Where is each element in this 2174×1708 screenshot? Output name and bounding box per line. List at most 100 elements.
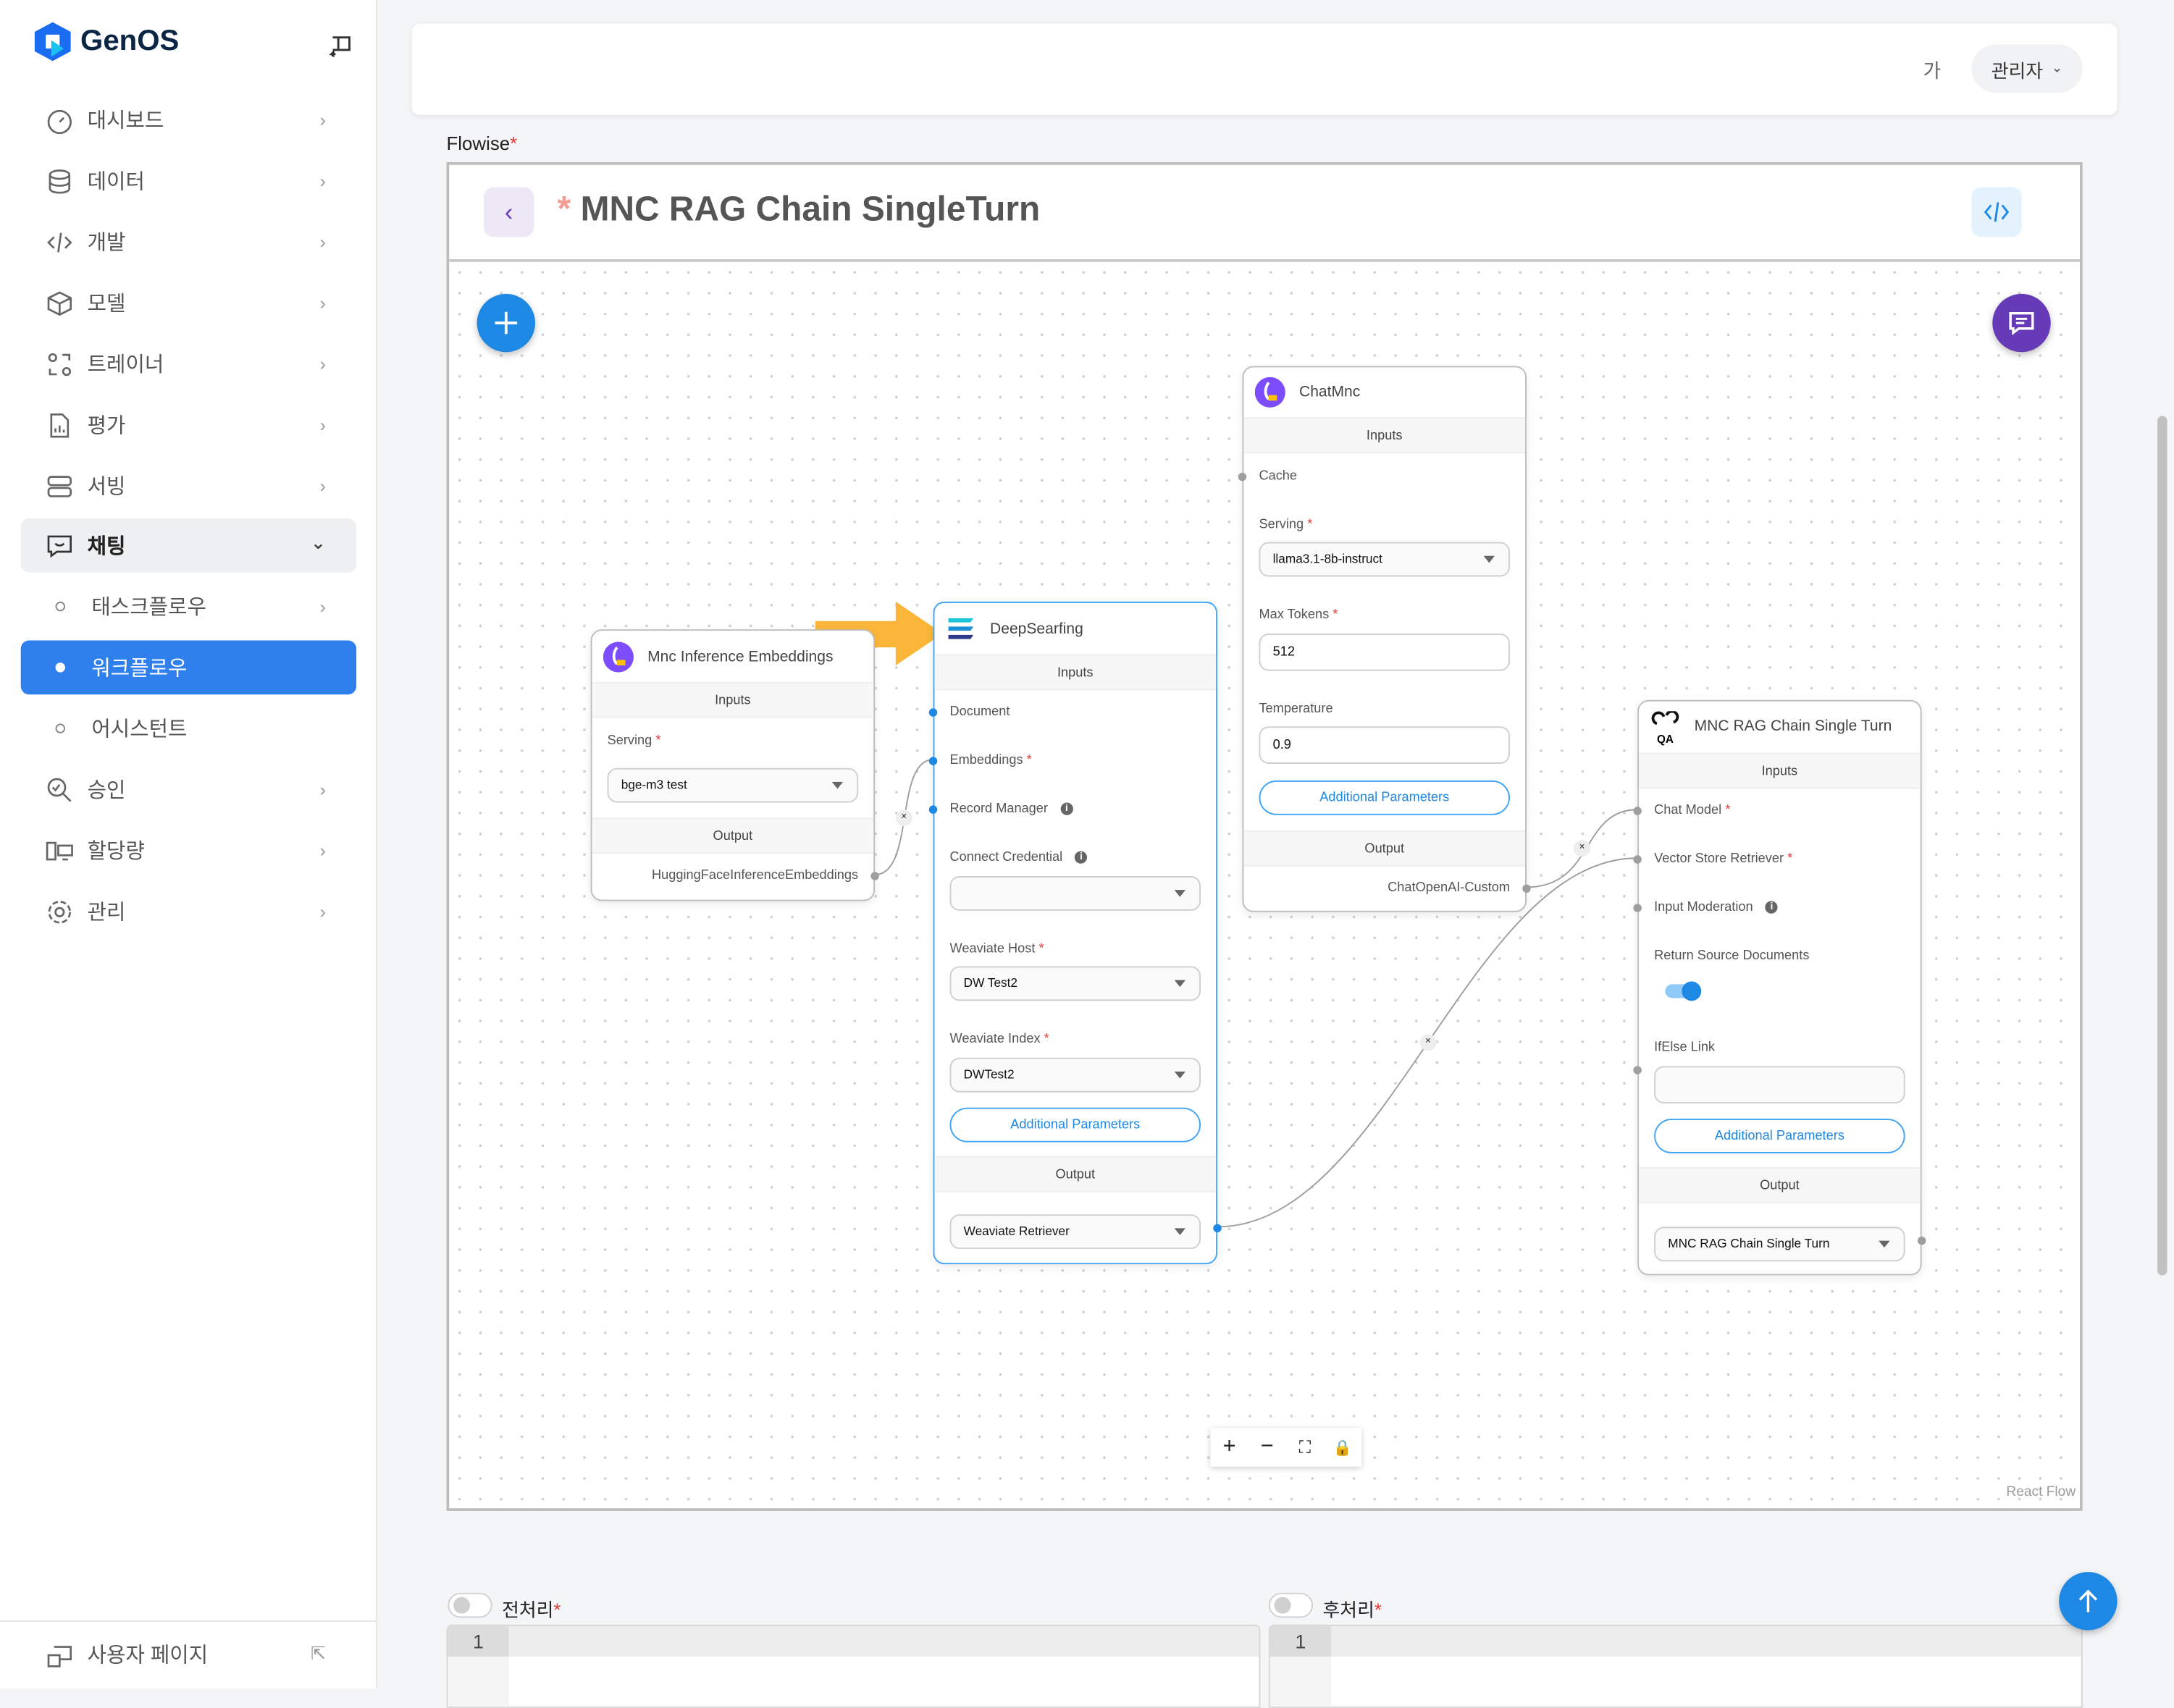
- chat-model-handle[interactable]: [1633, 807, 1642, 815]
- pointer-arrow: [815, 601, 943, 666]
- document-handle[interactable]: [928, 708, 938, 717]
- weaviate-index-label: Weaviate Index *: [949, 1031, 1049, 1047]
- sidebar-item-taskflow[interactable]: 태스크플로우›: [21, 579, 356, 634]
- zoom-in-button[interactable]: +: [1222, 1434, 1236, 1459]
- chevron-right-icon: ›: [319, 840, 326, 861]
- sidebar-item-workflow[interactable]: 워크플로우: [20, 640, 357, 695]
- output-handle[interactable]: [870, 872, 879, 880]
- divider: [0, 1620, 377, 1623]
- node-chatmnc[interactable]: ChatMnc Inputs Cache Serving * llama3.1-…: [1238, 366, 1531, 912]
- chevron-right-icon: ›: [319, 901, 326, 922]
- preprocess-label: 전처리*: [502, 1599, 561, 1621]
- user-page-link[interactable]: 사용자 페이지⇱: [21, 1628, 356, 1682]
- caret-down-icon: [1174, 890, 1185, 897]
- edge-delete-button[interactable]: ×: [895, 809, 912, 827]
- zoom-out-button[interactable]: −: [1260, 1434, 1274, 1459]
- sidebar-item-serving[interactable]: 서빙›: [21, 459, 356, 513]
- open-chat-button[interactable]: [1992, 293, 2051, 353]
- edge-delete-button[interactable]: ×: [1419, 1034, 1437, 1051]
- sidebar-item-quota[interactable]: 할당량›: [21, 823, 356, 878]
- font-size-button[interactable]: 가: [1923, 59, 1942, 82]
- output-section-header: Output: [592, 817, 874, 854]
- sidebar-item-chat[interactable]: 채팅⌄: [20, 518, 357, 573]
- additional-parameters-button[interactable]: Additional Parameters: [949, 1107, 1201, 1143]
- search-check-icon: [44, 774, 75, 804]
- lock-button[interactable]: 🔒: [1332, 1439, 1353, 1457]
- plus-icon: [495, 311, 518, 335]
- sidebar-item-model[interactable]: 모델›: [21, 276, 356, 330]
- weaviate-host-select[interactable]: DW Test2: [949, 966, 1201, 1001]
- sidebar-item-trainer[interactable]: 트레이너›: [21, 337, 356, 391]
- output-handle[interactable]: [1917, 1236, 1926, 1245]
- node-mnc-inference-embeddings[interactable]: Mnc Inference Embeddings Inputs Serving …: [590, 629, 879, 901]
- sidebar-item-approval[interactable]: 승인›: [21, 762, 356, 817]
- max-tokens-input[interactable]: 512: [1259, 633, 1510, 671]
- moderation-handle[interactable]: [1633, 904, 1642, 912]
- api-code-button[interactable]: [1971, 187, 2022, 237]
- additional-parameters-button[interactable]: Additional Parameters: [1259, 780, 1510, 815]
- inputs-section-header: Inputs: [934, 654, 1217, 691]
- retriever-handle[interactable]: [1633, 855, 1642, 864]
- sidebar-item-development[interactable]: 개발›: [21, 215, 356, 269]
- output-section-header: Output: [1639, 1167, 1921, 1203]
- ifelse-label: IfElse Link: [1654, 1039, 1716, 1056]
- user-menu-button[interactable]: 관리자⌄: [1971, 44, 2083, 93]
- collapse-sidebar-icon[interactable]: [329, 35, 353, 57]
- flow-controls: + − ⛶ 🔒: [1210, 1428, 1362, 1467]
- node-deepsearfing[interactable]: DeepSearfing Inputs Document Embeddings …: [928, 601, 1222, 1265]
- sidebar-item-dashboard[interactable]: 대시보드›: [21, 93, 356, 147]
- return-source-toggle[interactable]: [1665, 981, 1702, 1001]
- ifelse-handle[interactable]: [1633, 1066, 1642, 1074]
- fit-view-button[interactable]: ⛶: [1298, 1436, 1311, 1457]
- scroll-to-top-button[interactable]: [2059, 1572, 2118, 1631]
- serving-select[interactable]: bge-m3 test: [607, 767, 859, 803]
- sidebar-item-evaluation[interactable]: 평가›: [21, 397, 356, 452]
- output-handle[interactable]: [1213, 1224, 1222, 1233]
- retriever-label: Vector Store Retriever *: [1654, 851, 1793, 867]
- sidebar-item-assistant[interactable]: 어시스턴트: [21, 702, 356, 756]
- temperature-label: Temperature: [1259, 701, 1333, 717]
- max-tokens-label: Max Tokens *: [1259, 607, 1338, 623]
- additional-parameters-button[interactable]: Additional Parameters: [1654, 1119, 1905, 1153]
- sidebar-item-label: 데이터: [87, 170, 145, 195]
- logo[interactable]: GenOS: [33, 21, 179, 62]
- return-source-label: Return Source Documents: [1654, 948, 1810, 964]
- output-select[interactable]: MNC RAG Chain Single Turn: [1654, 1227, 1905, 1262]
- record-manager-handle[interactable]: [928, 805, 938, 814]
- add-node-button[interactable]: [477, 293, 536, 353]
- sidebar-item-admin[interactable]: 관리›: [21, 885, 356, 939]
- page-scrollbar[interactable]: [2157, 416, 2167, 1276]
- info-icon[interactable]: i: [1075, 851, 1088, 864]
- embeddings-label: Embeddings *: [949, 752, 1032, 768]
- output-handle[interactable]: [1522, 884, 1531, 893]
- preprocess-toggle[interactable]: [448, 1592, 492, 1618]
- postprocess-toggle[interactable]: [1268, 1592, 1314, 1618]
- ifelse-input[interactable]: [1654, 1066, 1905, 1104]
- serving-label: Serving *: [1259, 517, 1313, 533]
- cache-handle[interactable]: [1238, 472, 1247, 481]
- embeddings-handle[interactable]: [928, 757, 938, 765]
- preprocess-code-editor[interactable]: 1: [446, 1624, 1261, 1708]
- code-icon: [1984, 202, 2010, 222]
- output-select[interactable]: Weaviate Retriever: [949, 1214, 1201, 1250]
- sidebar-item-label: 승인: [87, 779, 126, 803]
- node-title: DeepSearfing: [990, 620, 1083, 638]
- edge-delete-button[interactable]: ×: [1574, 840, 1591, 857]
- react-flow-attribution[interactable]: React Flow: [2006, 1484, 2076, 1500]
- gear-icon: [44, 896, 75, 927]
- chevron-right-icon: ›: [319, 414, 326, 436]
- weaviate-index-select[interactable]: DWTest2: [949, 1057, 1201, 1093]
- sidebar-item-data[interactable]: 데이터›: [21, 154, 356, 209]
- serving-select[interactable]: llama3.1-8b-instruct: [1259, 542, 1510, 577]
- output-label: ChatOpenAI-Custom: [1388, 880, 1510, 896]
- credential-select[interactable]: [949, 876, 1201, 911]
- info-icon[interactable]: i: [1765, 901, 1779, 914]
- back-button[interactable]: ‹: [484, 187, 534, 237]
- temperature-input[interactable]: 0.9: [1259, 726, 1510, 764]
- caret-down-icon: [1879, 1240, 1890, 1248]
- postprocess-code-editor[interactable]: 1: [1268, 1624, 2083, 1708]
- info-icon[interactable]: i: [1060, 802, 1073, 815]
- node-mnc-rag-chain[interactable]: QA MNC RAG Chain Single Turn Inputs Chat…: [1633, 699, 1926, 1276]
- chevron-right-icon: ›: [319, 475, 326, 497]
